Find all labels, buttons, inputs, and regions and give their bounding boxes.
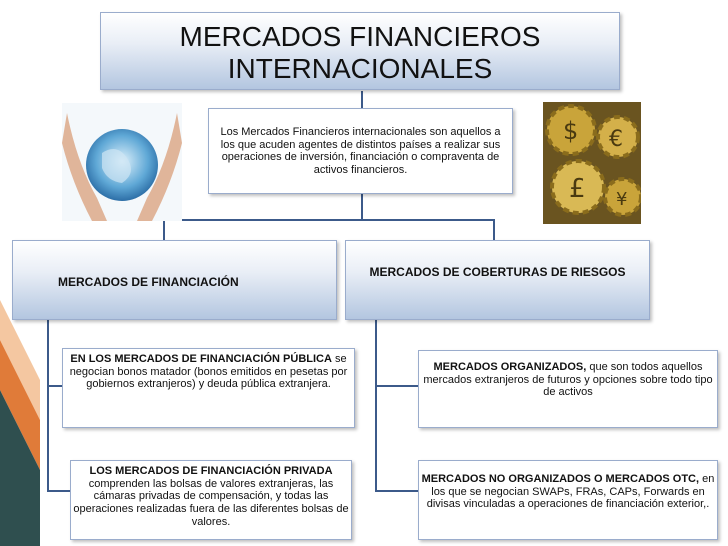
- mercados-organizados-body: que son todos aquellos mercados extranje…: [423, 361, 713, 399]
- svg-text:¥: ¥: [616, 189, 627, 210]
- globe-hands-image: [62, 103, 182, 221]
- connector-def-down: [361, 194, 363, 220]
- gears-money-image: $ € £ ¥: [543, 102, 641, 224]
- mercados-organizados-text: MERCADOS ORGANIZADOS, que son todos aque…: [421, 361, 715, 399]
- title-line2: INTERNACIONALES: [227, 53, 493, 84]
- connector-right-child2: [375, 490, 418, 492]
- mercados-otc-box: MERCADOS NO ORGANIZADOS O MERCADOS OTC, …: [418, 460, 718, 540]
- connector-left-child2: [47, 490, 71, 492]
- connector-right-vertical: [375, 320, 377, 492]
- svg-text:$: $: [563, 117, 578, 145]
- connector-horizontal: [163, 219, 495, 221]
- connector-left-vertical: [47, 320, 49, 492]
- financiacion-publica-body: se negocian bonos matador (bonos emitido…: [69, 353, 348, 391]
- title-line1: MERCADOS FINANCIEROS: [179, 21, 541, 52]
- financiacion-privada-body: comprenden las bolsas de valores extranj…: [73, 477, 349, 528]
- connector-left-child1: [47, 385, 63, 387]
- svg-text:£: £: [569, 174, 586, 204]
- connector-right-child1: [375, 385, 418, 387]
- definition-box: Los Mercados Financieros internacionales…: [208, 108, 513, 194]
- financiacion-publica-text: EN LOS MERCADOS DE FINANCIACIÓN PÚBLICA …: [65, 353, 352, 391]
- mercados-otc-body-a: en los que se negocian: [431, 473, 715, 498]
- mercados-otc-heading: MERCADOS NO ORGANIZADOS O MERCADOS OTC,: [421, 473, 700, 485]
- branch-coberturas-title: MERCADOS DE COBERTURAS DE RIESGOS: [369, 265, 626, 279]
- financiacion-publica-heading: EN LOS MERCADOS DE FINANCIACIÓN PÚBLICA: [70, 353, 332, 365]
- mercados-otc-body-b: SWAPs, FRAs, CAPs, Forwards en divisas v…: [426, 485, 710, 511]
- branch-financiacion: MERCADOS DE FINANCIACIÓN: [12, 240, 337, 320]
- connector-title-def: [361, 91, 363, 108]
- mercados-otc-text: MERCADOS NO ORGANIZADOS O MERCADOS OTC, …: [421, 473, 715, 511]
- definition-text: Los Mercados Financieros internacionales…: [220, 126, 501, 176]
- svg-text:€: €: [609, 127, 623, 152]
- financiacion-publica-box: EN LOS MERCADOS DE FINANCIACIÓN PÚBLICA …: [62, 348, 355, 428]
- connector-right-drop: [493, 219, 495, 241]
- branch-financiacion-title: MERCADOS DE FINANCIACIÓN: [58, 275, 239, 289]
- decor-stripes: [0, 300, 40, 546]
- financiacion-privada-text: LOS MERCADOS DE FINANCIACIÓN PRIVADA com…: [73, 465, 349, 528]
- branch-coberturas: MERCADOS DE COBERTURAS DE RIESGOS: [345, 240, 650, 320]
- connector-left-drop: [163, 219, 165, 241]
- financiacion-privada-heading: LOS MERCADOS DE FINANCIACIÓN PRIVADA: [89, 465, 333, 477]
- mercados-organizados-heading: MERCADOS ORGANIZADOS,: [433, 361, 587, 373]
- financiacion-privada-box: LOS MERCADOS DE FINANCIACIÓN PRIVADA com…: [70, 460, 352, 540]
- title-box: MERCADOS FINANCIEROS INTERNACIONALES: [100, 12, 620, 90]
- mercados-organizados-box: MERCADOS ORGANIZADOS, que son todos aque…: [418, 350, 718, 428]
